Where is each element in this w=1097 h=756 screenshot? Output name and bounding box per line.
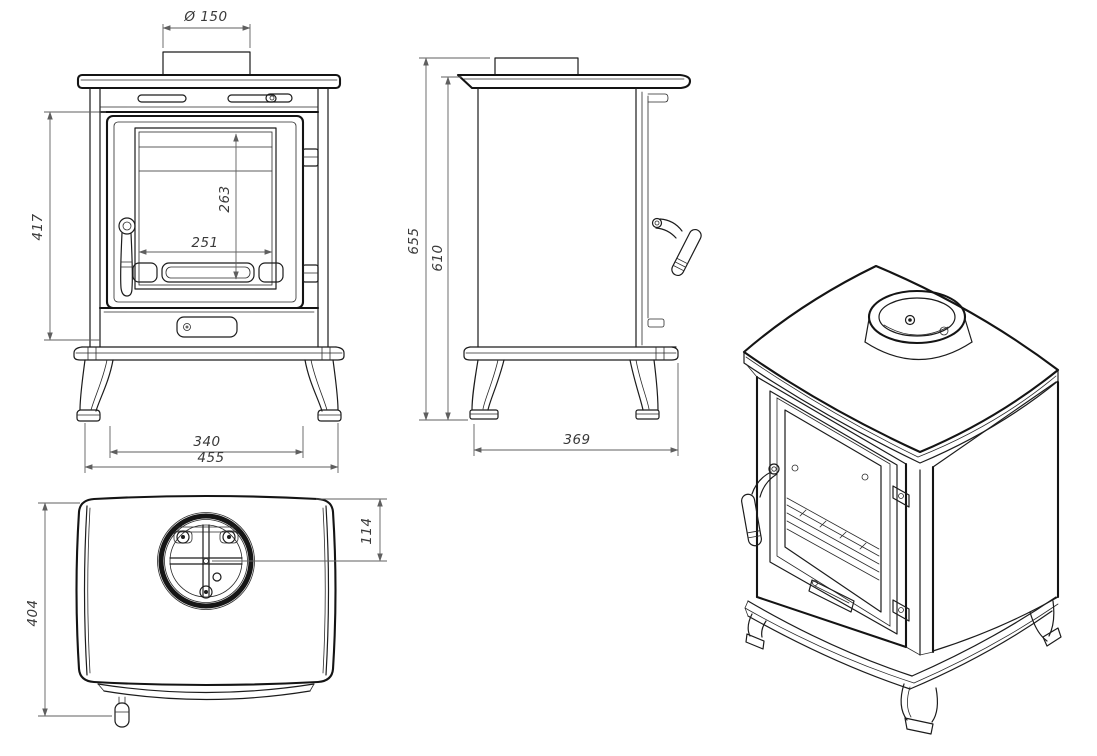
dim-top-plate-height: 610 <box>430 244 446 271</box>
stove-leg <box>304 359 342 422</box>
top-view-drawing: 404 114 <box>25 494 387 728</box>
dim-overall-height: 655 <box>406 227 422 254</box>
grate-slot <box>132 262 158 283</box>
door-pin-top <box>647 93 669 103</box>
vent-slot <box>227 94 277 103</box>
iso-door <box>769 390 898 635</box>
dim-flue-center-offset: 114 <box>359 517 375 544</box>
iso-flue-collar <box>864 289 973 360</box>
iso-top-plate <box>742 264 1060 454</box>
door-hinge <box>302 148 319 167</box>
flue-collar-side <box>494 57 579 76</box>
base-plate-front <box>73 346 345 361</box>
isometric-view-drawing <box>741 264 1062 735</box>
dim-overall-depth: 404 <box>25 599 41 626</box>
stove-leg <box>76 359 114 422</box>
stove-leg <box>629 359 660 420</box>
stove-leg <box>469 359 505 420</box>
ash-drawer-plate <box>176 316 238 338</box>
top-plate-front <box>76 73 342 90</box>
dim-glass-width: 251 <box>191 235 218 251</box>
door-pin-bottom <box>647 318 665 328</box>
door-handle-side <box>651 217 702 277</box>
door-handle-front <box>118 217 136 297</box>
iso-door-hinge <box>892 485 910 508</box>
side-view-drawing: 655 610 369 <box>406 57 702 456</box>
base-plate-side <box>463 346 679 361</box>
screw-boss <box>199 585 213 599</box>
door-hinge <box>302 264 319 283</box>
front-dimensions: Ø 150 417 263 251 340 455 <box>30 9 339 473</box>
iso-door-glass <box>784 409 882 613</box>
iso-door-hinge <box>892 599 910 622</box>
handle-knob-top <box>114 696 130 728</box>
dim-glass-height: 263 <box>217 185 233 212</box>
top-plate-side <box>456 73 692 90</box>
grate-slot <box>161 262 255 283</box>
screw-boss <box>173 530 193 544</box>
iso-drawer-slot <box>808 579 855 613</box>
air-control-lever <box>265 93 293 103</box>
dim-depth: 369 <box>563 432 590 448</box>
grate-slot <box>258 262 284 283</box>
screw-boss <box>219 530 239 544</box>
side-dimensions: 655 610 369 <box>406 57 679 456</box>
stove-door <box>105 114 305 310</box>
door-glass <box>134 127 277 290</box>
iso-door-handle <box>741 463 780 547</box>
dim-flue-diameter: Ø 150 <box>183 9 227 25</box>
iso-stove-leg <box>1029 600 1062 647</box>
iso-stove-leg <box>900 683 938 735</box>
iso-stove-leg <box>745 613 767 650</box>
dim-leg-spacing: 340 <box>193 434 220 450</box>
damper-hole <box>212 572 222 582</box>
top-dimensions: 404 114 <box>25 498 387 717</box>
dim-body-height: 417 <box>30 213 46 240</box>
front-view-drawing: Ø 150 417 263 251 340 455 <box>30 9 345 473</box>
vent-slot <box>137 94 187 103</box>
flue-collar-front <box>162 51 251 76</box>
dim-overall-width: 455 <box>197 450 224 466</box>
